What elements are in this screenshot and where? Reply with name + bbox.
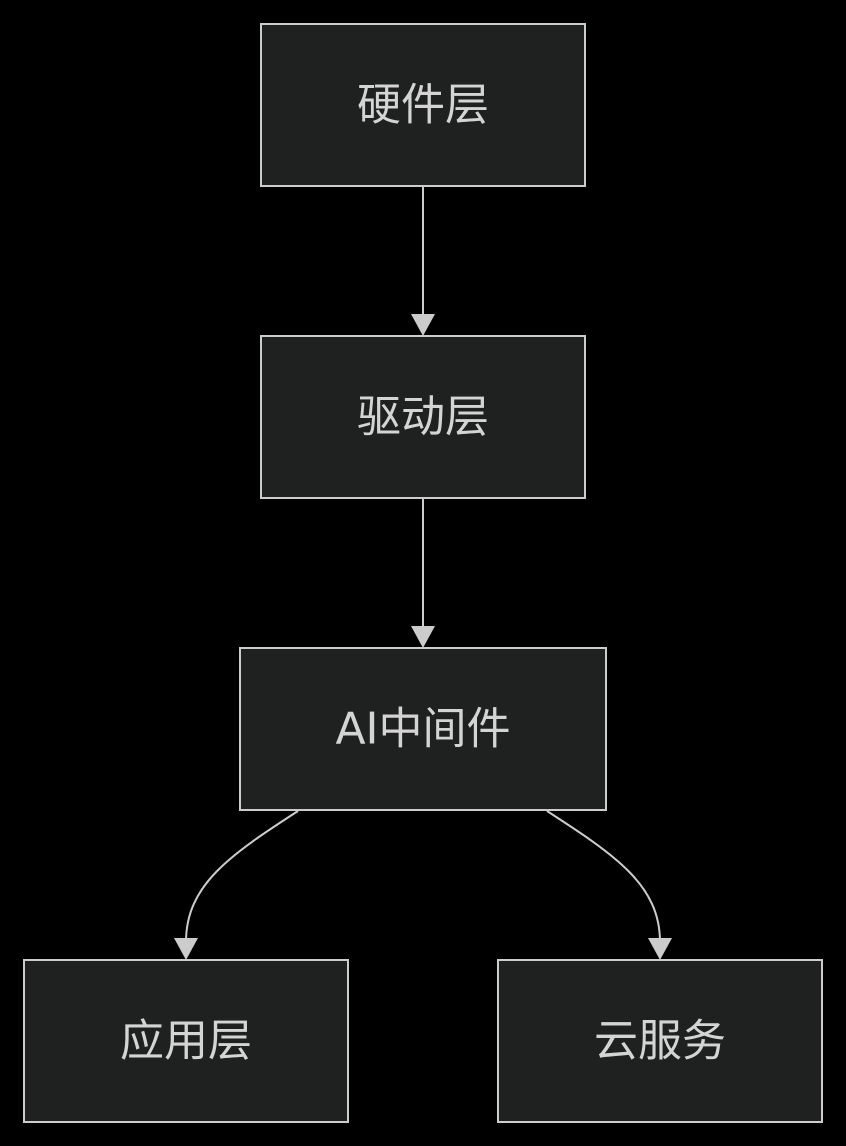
node-hardware: 硬件层 <box>260 23 586 187</box>
node-application: 应用层 <box>23 959 349 1123</box>
edges <box>174 187 672 960</box>
edge-ai-middleware-to-application <box>185 810 299 943</box>
node-application-label: 应用层 <box>120 1016 252 1067</box>
node-application-box <box>23 959 349 1123</box>
node-cloud-box <box>497 959 823 1123</box>
arrowhead-cloud <box>648 938 672 960</box>
node-ai-middleware-label: AI中间件 <box>335 704 510 755</box>
edge-ai-middleware-to-cloud <box>546 810 661 943</box>
node-hardware-box <box>260 23 586 187</box>
arrowhead-driver <box>411 314 435 336</box>
node-cloud-label: 云服务 <box>594 1016 726 1067</box>
arrowhead-application <box>174 938 198 960</box>
node-ai-middleware: AI中间件 <box>239 647 607 811</box>
node-ai-middleware-box <box>239 647 607 811</box>
node-cloud: 云服务 <box>497 959 823 1123</box>
arrowhead-ai-middleware <box>411 626 435 648</box>
node-driver-label: 驱动层 <box>357 392 489 443</box>
node-hardware-label: 硬件层 <box>357 80 489 131</box>
node-driver-box <box>260 335 586 499</box>
node-driver: 驱动层 <box>260 335 586 499</box>
